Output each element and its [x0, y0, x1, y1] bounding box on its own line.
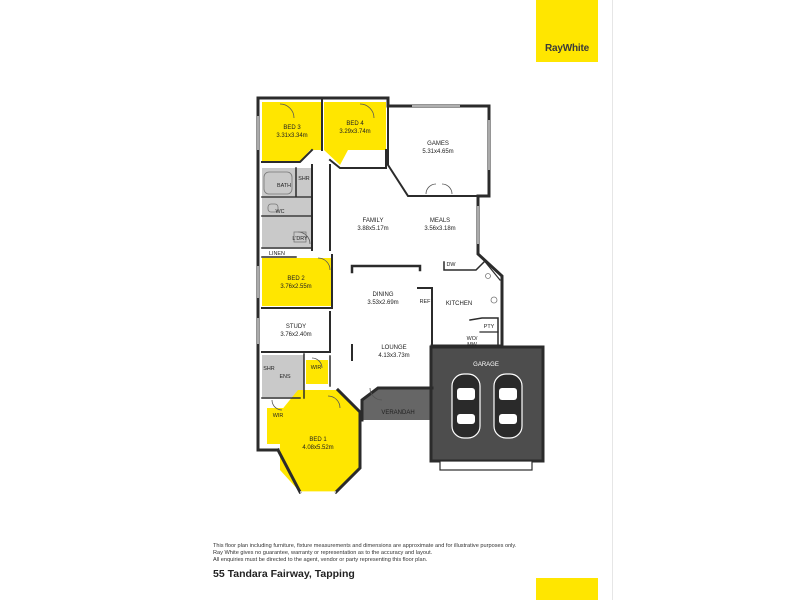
- bed2-area: [262, 258, 332, 306]
- raywhite-logo: RayWhite: [545, 43, 589, 54]
- room-name-study: STUDY: [286, 324, 306, 330]
- room-dims-study: 3.76x2.40m: [280, 332, 311, 338]
- room-dims-family: 3.88x5.17m: [357, 226, 388, 232]
- room-dims-meals: 3.56x3.18m: [424, 226, 455, 232]
- room-name-bed3: BED 3: [283, 125, 301, 131]
- label-mw: MW: [467, 342, 477, 348]
- label-wir-left: WIR: [273, 413, 284, 419]
- room-dims-games: 5.31x4.65m: [422, 149, 453, 155]
- laundry-tub-icon: [293, 231, 307, 243]
- label-dw: DW: [447, 262, 457, 268]
- windows: [257, 105, 490, 493]
- label-wo: WO/: [467, 336, 478, 342]
- label-garage: GARAGE: [473, 362, 499, 368]
- disclaimer-line: This floor plan including furniture, fix…: [213, 543, 517, 549]
- car-icon-left: [451, 373, 481, 439]
- fixtures: [263, 171, 498, 304]
- raywhite-brand-tab: RayWhite: [536, 0, 598, 62]
- small-labels: SHR BATH WC L'DRY LINEN DW REF KITCHEN P…: [263, 176, 499, 419]
- disclaimer-line: Ray White gives no guarantee, warranty o…: [213, 550, 433, 557]
- label-ens: ENS: [279, 374, 290, 380]
- garage-area: [432, 348, 542, 460]
- room-name-bed2: BED 2: [287, 276, 305, 282]
- room-fills: [262, 102, 542, 492]
- label-ens-shr: SHR: [263, 366, 274, 372]
- raywhite-bottom-bar: [536, 578, 598, 600]
- room-name-dining: DINING: [373, 292, 394, 298]
- page-divider-line: [612, 0, 613, 600]
- car-icon-right: [493, 373, 523, 439]
- bath-area: [262, 168, 312, 196]
- garage-cars: [451, 373, 523, 439]
- label-ldry: L'DRY: [292, 236, 308, 242]
- bed1-area: [280, 390, 360, 492]
- label-shr: SHR: [298, 176, 309, 182]
- room-name-family: FAMILY: [363, 218, 384, 224]
- bed4-area: [324, 102, 386, 165]
- cooktop-icon: [485, 273, 491, 279]
- label-bath: BATH: [277, 183, 291, 189]
- room-name-games: GAMES: [427, 141, 449, 147]
- room-name-bed1: BED 1: [309, 437, 327, 443]
- room-name-lounge: LOUNGE: [381, 345, 406, 351]
- walls: [256, 96, 545, 495]
- room-labels: BED 3 3.31x3.34m BED 4 3.29x3.74m GAMES …: [276, 121, 455, 451]
- label-wir-upper: WIR: [311, 365, 322, 371]
- room-dims-lounge: 4.13x3.73m: [378, 353, 409, 359]
- room-name-bed4: BED 4: [346, 121, 364, 127]
- wir-left-area: [267, 408, 283, 444]
- label-kitchen: KITCHEN: [446, 301, 472, 307]
- wir-upper-area: [306, 360, 328, 384]
- label-linen: LINEN: [269, 251, 285, 257]
- bathtub-icon: [263, 171, 293, 195]
- sink-icon: [490, 296, 498, 304]
- label-ref: REF: [420, 299, 431, 305]
- room-dims-bed1: 4.08x5.52m: [302, 445, 333, 451]
- label-pty: PTY: [484, 324, 495, 330]
- room-dims-bed2: 3.76x2.55m: [280, 284, 311, 290]
- label-wc: WC: [276, 209, 285, 215]
- bed3-area: [262, 102, 322, 162]
- room-dims-dining: 3.53x2.69m: [367, 300, 398, 306]
- room-dims-bed4: 3.29x3.74m: [339, 129, 370, 135]
- verandah-area: [362, 388, 432, 420]
- wc-area: [262, 198, 312, 215]
- room-name-meals: MEALS: [430, 218, 450, 224]
- disclaimer-text: This floor plan including furniture, fix…: [213, 543, 553, 565]
- property-address: 55 Tandara Fairway, Tapping: [213, 568, 355, 580]
- toilet-icon: [267, 203, 279, 213]
- disclaimer-line: All enquiries must be directed to the ag…: [213, 557, 428, 564]
- label-verandah: VERANDAH: [381, 410, 414, 416]
- ensuite-area: [262, 355, 304, 397]
- room-dims-bed3: 3.31x3.34m: [276, 133, 307, 139]
